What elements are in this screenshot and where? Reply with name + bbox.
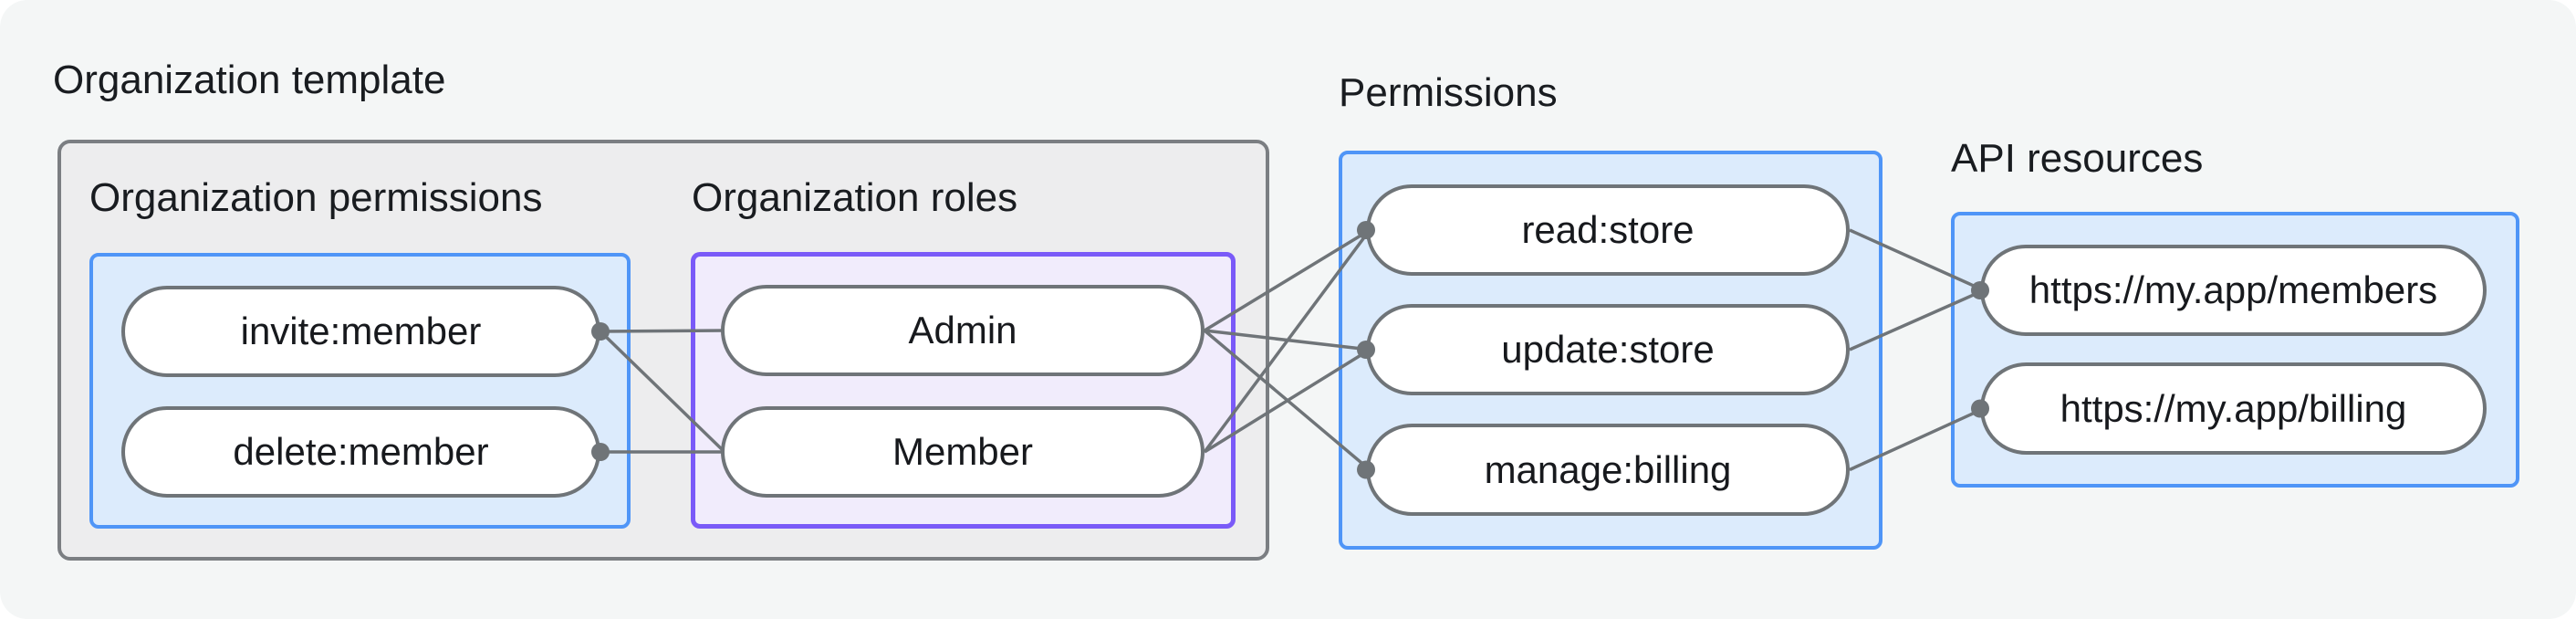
node-admin: Admin xyxy=(721,285,1205,376)
permissions-label: Permissions xyxy=(1339,70,1558,115)
node-manage-billing: manage:billing xyxy=(1366,424,1850,516)
node-update-store: update:store xyxy=(1366,304,1850,395)
node-invite-member: invite:member xyxy=(121,286,600,377)
organization-permissions-label: Organization permissions xyxy=(89,175,543,220)
node-billing-resource: https://my.app/billing xyxy=(1980,362,2487,455)
node-members-resource: https://my.app/members xyxy=(1980,245,2487,336)
node-delete-member: delete:member xyxy=(121,406,600,498)
organization-template-label: Organization template xyxy=(53,58,446,102)
node-member: Member xyxy=(721,406,1205,498)
node-read-store: read:store xyxy=(1366,184,1850,276)
api-resources-label: API resources xyxy=(1951,136,2204,181)
organization-roles-label: Organization roles xyxy=(692,175,1018,220)
